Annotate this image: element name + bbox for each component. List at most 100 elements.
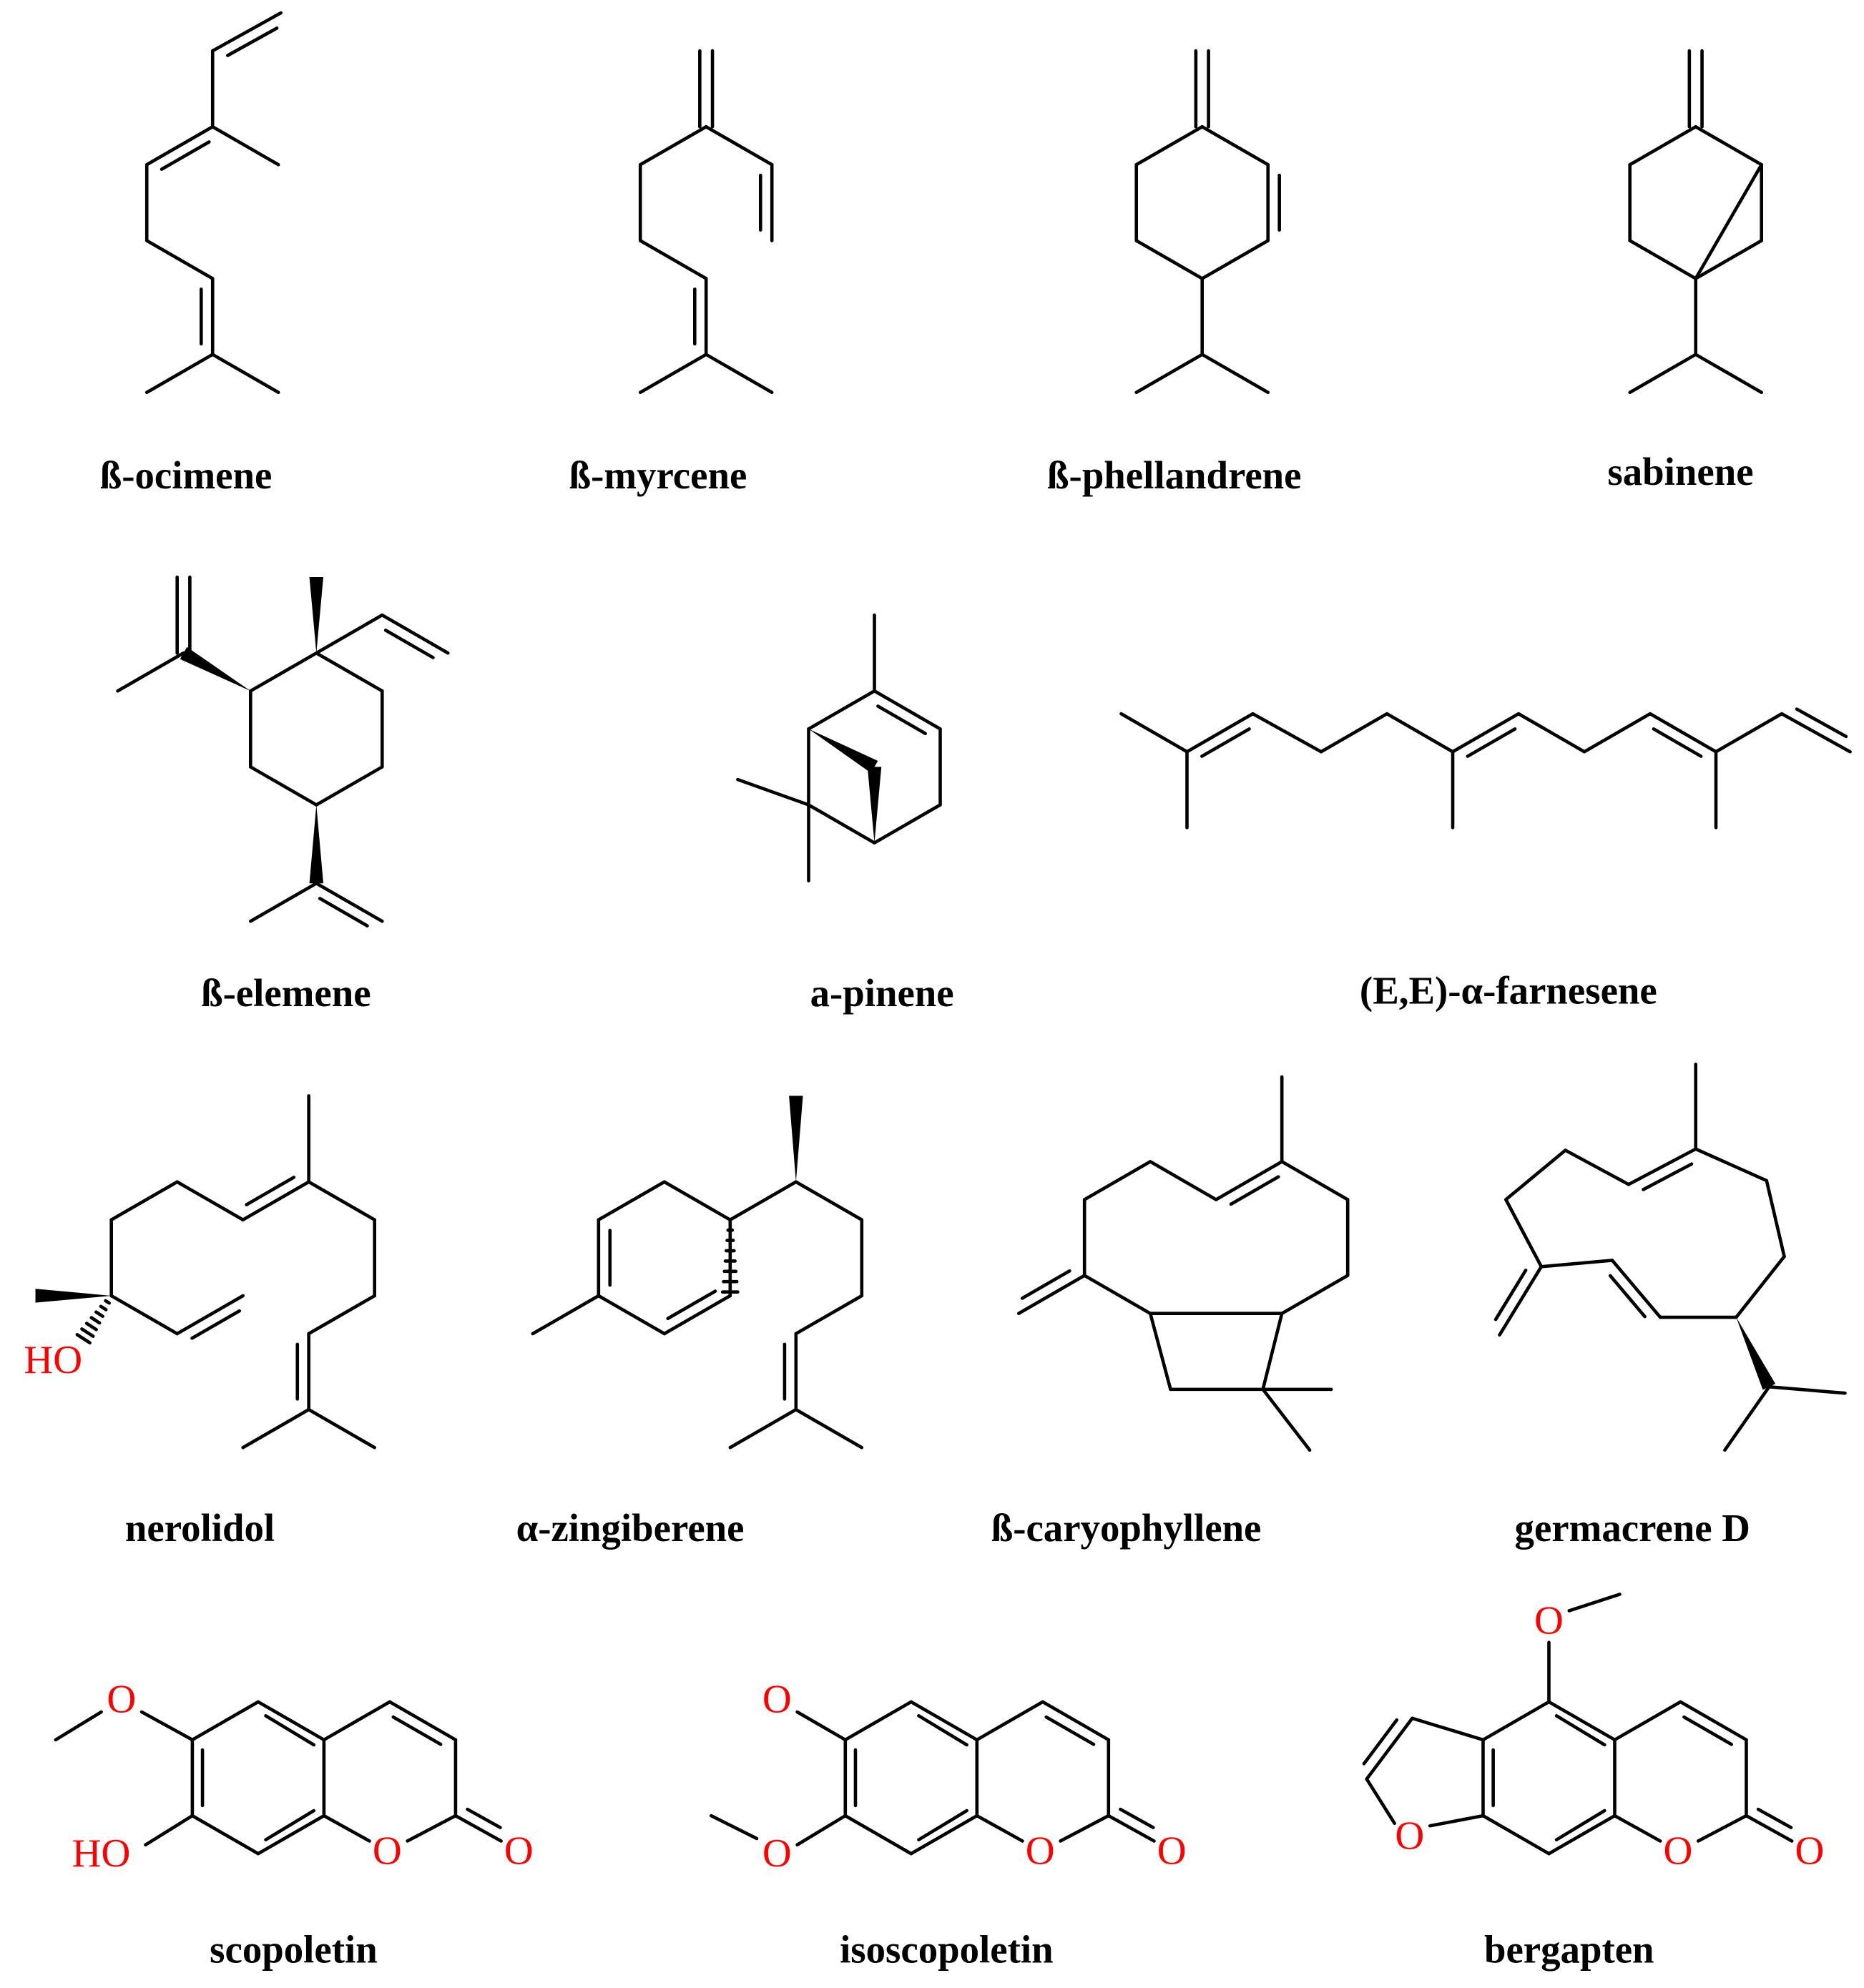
single-bond <box>314 765 384 807</box>
compound-label-germacrene-d: germacrene D <box>1515 1506 1750 1550</box>
single-bond <box>1564 1148 1631 1186</box>
single-bond <box>1119 712 1189 754</box>
single-bond <box>736 777 810 807</box>
hashed-bond <box>84 1322 98 1332</box>
double-bond <box>388 1700 458 1742</box>
single-bond <box>638 353 708 395</box>
bond-layer <box>35 11 1852 1856</box>
double-bond-inner <box>391 1715 443 1746</box>
wedge-bond <box>35 1289 112 1303</box>
oxygen-label: O <box>504 1829 534 1874</box>
double-bond <box>1041 1700 1111 1742</box>
single-bond <box>144 1814 195 1847</box>
wedge-bond <box>309 577 324 654</box>
single-bond <box>662 1180 732 1222</box>
double-bond <box>175 1294 245 1336</box>
oxygen-label: O <box>1395 1814 1424 1858</box>
single-bond <box>307 1407 376 1450</box>
single-bond <box>1261 1312 1284 1392</box>
double-bond <box>1498 1264 1544 1337</box>
single-bond <box>190 1700 260 1742</box>
double-bond <box>1745 1814 1794 1843</box>
double-bond-inner <box>466 1807 502 1829</box>
compound-label-b-elemene: ß-elemene <box>201 971 371 1015</box>
single-bond <box>1200 353 1270 395</box>
single-bond <box>1481 1814 1551 1856</box>
wedge-bond <box>867 767 882 843</box>
single-bond <box>1735 1254 1786 1319</box>
double-bond <box>1185 712 1255 754</box>
compound-label-b-ocimene: ß-ocimene <box>100 453 273 497</box>
single-bond <box>1714 712 1784 754</box>
single-bond <box>1694 239 1763 280</box>
oxygen-label: O <box>373 1829 402 1874</box>
double-bond-inner <box>1642 1162 1694 1191</box>
single-bond <box>1516 712 1586 754</box>
single-bond <box>1539 1259 1614 1269</box>
double-bond <box>1610 1259 1662 1319</box>
single-bond <box>1504 1198 1544 1269</box>
compound-label-nerolidol: nerolidol <box>125 1506 275 1550</box>
compound-label-scopoletin: scopoletin <box>210 1927 378 1971</box>
single-bond <box>241 1407 310 1450</box>
single-bond <box>597 1180 667 1222</box>
single-bond <box>975 1814 1024 1843</box>
single-bond <box>1628 239 1697 280</box>
single-bond <box>54 1710 103 1742</box>
single-bond <box>1134 353 1205 395</box>
double-bond <box>1780 712 1852 754</box>
double-bond-inner <box>1682 1715 1733 1746</box>
single-bond <box>248 765 318 807</box>
double-bond <box>1214 1160 1284 1201</box>
single-bond <box>1059 1814 1111 1843</box>
single-bond <box>1694 124 1763 167</box>
wedge-bond <box>789 1096 803 1182</box>
single-bond <box>314 613 384 655</box>
oxygen-label: O <box>107 1677 136 1721</box>
double-bond-inner <box>1652 727 1703 758</box>
hashed-bond <box>94 1310 104 1319</box>
hashed-bond <box>89 1316 102 1325</box>
single-bond <box>728 1407 798 1450</box>
single-bond <box>256 1814 326 1856</box>
single-bond <box>1765 1178 1786 1259</box>
single-bond <box>1200 239 1270 280</box>
single-bond <box>1694 353 1763 395</box>
single-bond <box>1280 1274 1350 1316</box>
double-bond <box>873 689 942 731</box>
single-bond <box>210 124 280 167</box>
compound-label-isoscopoletin: isoscopoletin <box>840 1927 1054 1971</box>
compound-label-ee-a-farnesene: (E,E)-α-farnesene <box>1360 968 1657 1012</box>
double-bond <box>662 1294 732 1336</box>
single-bond <box>314 651 384 693</box>
double-bond-inner <box>1362 1718 1399 1766</box>
double-bond <box>453 1814 503 1843</box>
single-bond <box>909 1700 979 1742</box>
single-bond <box>794 1180 864 1222</box>
single-bond <box>1547 1814 1617 1856</box>
single-bond <box>638 124 708 167</box>
hydroxyl-label: HO <box>72 1831 131 1876</box>
single-bond <box>322 1700 392 1742</box>
double-bond-inner <box>1200 727 1251 758</box>
hashed-bond <box>104 1299 111 1305</box>
double-bond <box>241 1180 310 1222</box>
single-bond <box>1767 1385 1847 1395</box>
aromatic-inner <box>264 1714 316 1747</box>
single-bond <box>1694 1147 1769 1183</box>
compound-label-bergapten: bergapten <box>1484 1927 1654 1971</box>
single-bond <box>109 1294 179 1336</box>
single-bond <box>307 1180 376 1222</box>
aromatic-inner <box>1554 1809 1607 1841</box>
single-bond <box>1723 1385 1771 1452</box>
aromatic-inner <box>1554 1714 1607 1747</box>
double-bond <box>210 11 283 53</box>
wedge-bond <box>309 804 324 884</box>
single-bond <box>1628 124 1697 167</box>
double-bond-inner <box>226 26 279 57</box>
double-bond-inner <box>1119 1807 1155 1829</box>
single-bond <box>1134 239 1205 280</box>
single-bond <box>248 651 318 693</box>
oxygen-label: O <box>1534 1599 1564 1643</box>
double-bond <box>1627 1147 1697 1186</box>
